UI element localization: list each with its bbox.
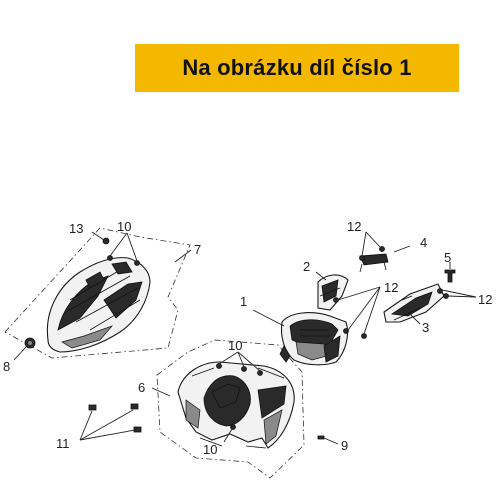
nut-part-11-b[interactable]	[130, 403, 139, 410]
clip-12-d[interactable]	[343, 328, 349, 334]
callout-4: 4	[420, 235, 427, 250]
callout-12c: 12	[478, 292, 492, 307]
screw-part-9[interactable]	[317, 435, 325, 440]
clip-12-g[interactable]	[443, 293, 449, 299]
clip-10-a[interactable]	[107, 255, 113, 261]
bolt-part-8[interactable]	[24, 337, 36, 349]
clip-10-b[interactable]	[134, 260, 140, 266]
clip-10-e[interactable]	[257, 370, 263, 376]
clip-12-b[interactable]	[379, 246, 385, 252]
callout-9: 9	[341, 438, 348, 453]
assembly-outline-center	[156, 339, 305, 479]
callout-10a: 10	[117, 219, 131, 234]
callout-2: 2	[303, 259, 310, 274]
callout-13: 13	[69, 221, 83, 236]
callout-3: 3	[422, 320, 429, 335]
nut-part-11-c[interactable]	[133, 426, 142, 433]
callout-10c: 10	[203, 442, 217, 457]
clip-12-e[interactable]	[361, 333, 367, 339]
side-bracket-part-2[interactable]	[317, 274, 349, 311]
callout-6: 6	[138, 380, 145, 395]
callout-12a: 12	[347, 219, 361, 234]
clip-10-c[interactable]	[216, 363, 222, 369]
callout-12b: 12	[384, 280, 398, 295]
clip-12-c[interactable]	[333, 297, 339, 303]
inner-cover-part-6[interactable]	[177, 361, 295, 449]
side-panel-part-3[interactable]	[383, 283, 445, 323]
callout-1: 1	[240, 294, 247, 309]
callout-5: 5	[444, 250, 451, 265]
screw-part-5[interactable]	[444, 269, 456, 283]
clip-10-f[interactable]	[230, 424, 236, 430]
nut-part-11-a[interactable]	[88, 404, 97, 411]
callout-11: 11	[56, 436, 70, 451]
assembly-outline-left	[4, 227, 191, 359]
screw-13[interactable]	[102, 237, 110, 245]
title-banner: Na obrázku díl číslo 1	[135, 44, 459, 92]
banner-text: Na obrázku díl číslo 1	[182, 55, 412, 80]
callout-7: 7	[194, 242, 201, 257]
clip-12-a[interactable]	[359, 255, 365, 261]
headlight-part-1[interactable]	[279, 312, 349, 366]
clip-10-d[interactable]	[241, 366, 247, 372]
small-bracket-part-4[interactable]	[359, 253, 389, 273]
callout-10b: 10	[228, 338, 242, 353]
callout-8: 8	[3, 359, 10, 374]
clip-12-f[interactable]	[437, 288, 443, 294]
front-cover-part-7[interactable]	[46, 257, 151, 353]
